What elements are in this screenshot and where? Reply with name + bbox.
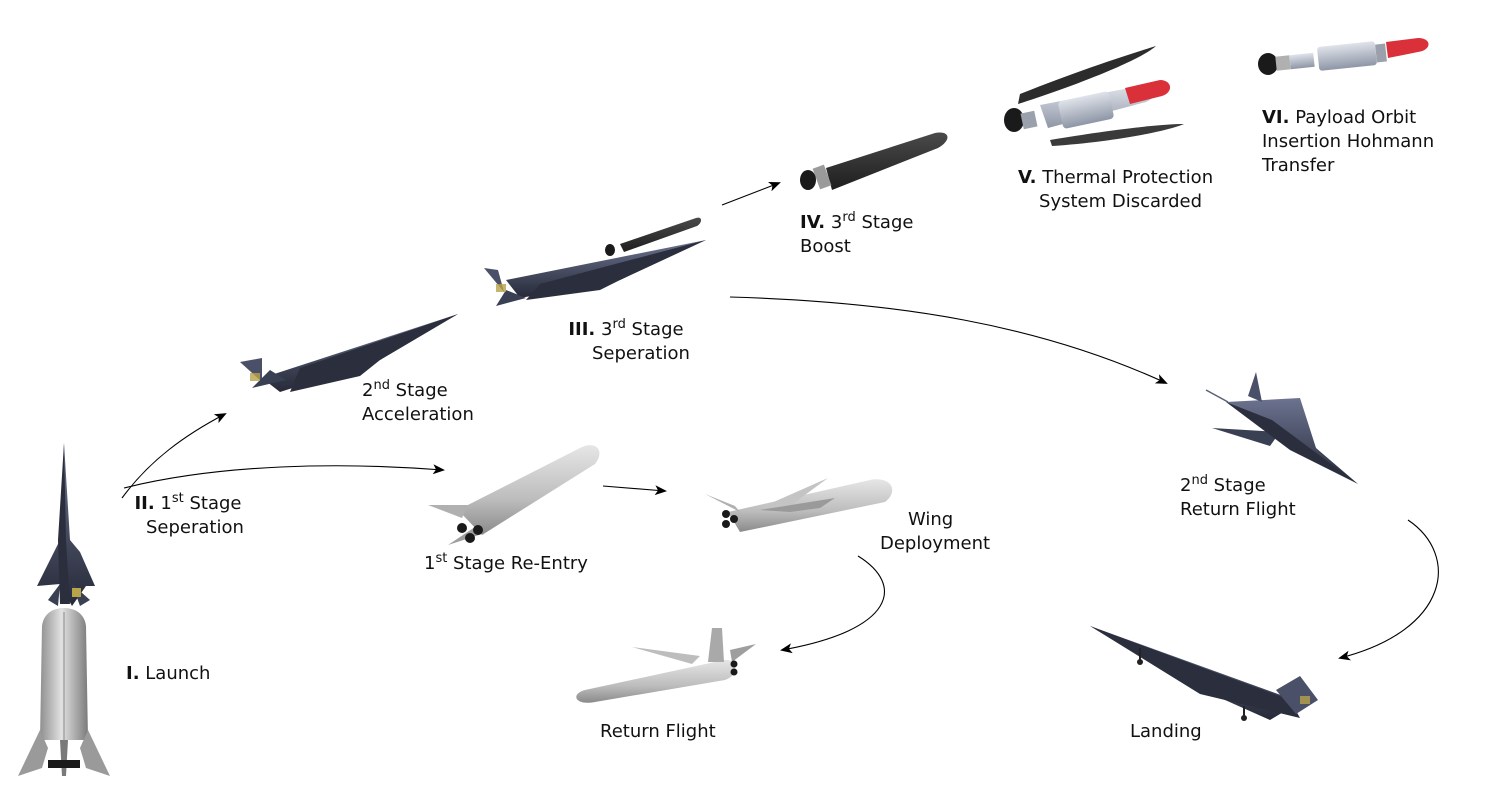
arrow-launch-to-reentry: [123, 464, 445, 489]
label-wing-deployment: Wing Deployment: [880, 509, 991, 554]
tps-discarded: [1004, 46, 1184, 146]
label-payload-orbit: VI. Payload Orbit Insertion Hohmann Tran…: [1262, 107, 1435, 176]
label-launch: I. Launch: [126, 663, 211, 684]
arrow-stage2-return-to-landing: [1338, 519, 1439, 661]
label-tps-discarded: V. Thermal Protection System Discarded: [1018, 167, 1214, 212]
launch-stack: [18, 443, 110, 776]
label-return-flight: Return Flight: [600, 721, 716, 742]
arrow-launch-to-stage2: [121, 413, 227, 499]
payload-orbit-insertion: [1258, 38, 1429, 75]
trajectory-arrows: [121, 181, 1439, 661]
label-stage2-return-flight: 2nd Stage Return Flight: [1180, 473, 1296, 520]
arrow-stage3-to-stage2-return: [729, 296, 1168, 384]
stage3-boost: [800, 132, 948, 190]
orbiter-landing: [1090, 626, 1318, 721]
label-stage1-reentry: 1st Stage Re-Entry: [424, 551, 588, 574]
label-stage1-separation: II. 1st Stage Seperation: [134, 491, 244, 538]
booster-wing-deployment: [705, 478, 893, 532]
orbiter-acceleration: [240, 314, 458, 392]
label-stage3-boost: IV. 3rd Stage Boost: [800, 210, 914, 257]
arrow-reentry-to-wing: [602, 485, 667, 496]
booster-return-flight: [576, 628, 756, 703]
orbiter-stage3-separation: [484, 217, 706, 306]
arrow-wing-to-return: [780, 555, 885, 654]
booster-reentry: [428, 445, 600, 545]
label-stage2-acceleration: 2nd Stage Acceleration: [362, 378, 474, 425]
label-stage3-separation: III. 3rd Stage Seperation: [568, 317, 690, 364]
orbiter-return-flight: [1205, 372, 1358, 484]
arrow-stage3-to-boost: [721, 181, 781, 206]
label-landing: Landing: [1130, 721, 1202, 742]
